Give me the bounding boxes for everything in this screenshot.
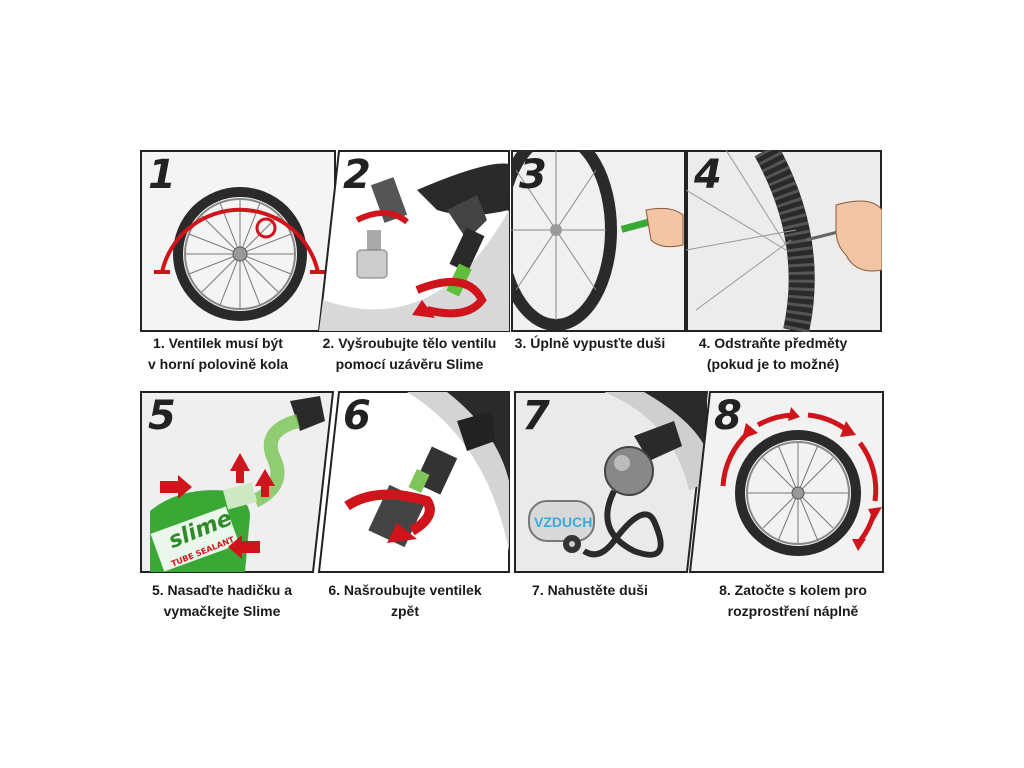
valve-tool-icon	[620, 218, 652, 233]
step-4-panel: 4	[686, 150, 882, 332]
hand-icon	[645, 207, 684, 248]
step-8-number: 8	[714, 393, 742, 439]
step-1-panel: 1	[140, 150, 336, 332]
step-7-panel: VZDUCH 7	[514, 391, 708, 573]
top-half-arc-indicator	[160, 207, 320, 273]
step-8-caption: 8. Zatočte s kolem pro rozprostření nápl…	[719, 582, 867, 619]
step-5-illustration: slime TUBE SEALANT	[140, 391, 334, 573]
step-1-illustration	[140, 150, 336, 332]
step-6-number: 6	[343, 393, 371, 439]
step-6-illustration	[317, 391, 510, 573]
wheel-icon	[173, 187, 307, 321]
compressor-icon	[528, 500, 595, 553]
deflated-wheel-icon	[511, 150, 617, 331]
tire-closeup-icon	[686, 150, 815, 332]
step-7-caption: 7. Nahustěte duši	[532, 582, 648, 598]
step-3-illustration	[511, 150, 686, 332]
compressor-label: VZDUCH	[534, 514, 592, 530]
step-4-number: 4	[694, 152, 722, 198]
step-7-illustration: VZDUCH	[514, 391, 708, 573]
step-3-panel: 3	[511, 150, 686, 332]
step-6-panel: 6	[317, 391, 510, 573]
step-2-caption: 2. Vyšroubujte tělo ventilu pomocí uzávě…	[322, 335, 497, 372]
squeeze-arrows-icon	[160, 453, 275, 559]
step-8-illustration	[688, 391, 884, 573]
step-4-illustration	[686, 150, 882, 332]
step-6-caption: 6. Našroubujte ventilek zpět	[328, 582, 482, 619]
valve-core-icon	[408, 468, 430, 494]
air-hose-icon	[582, 489, 664, 558]
step-3-caption: 3. Úplně vypusťte duši	[514, 335, 666, 351]
screw-in-arrow-icon	[344, 489, 435, 536]
step-7-number: 7	[522, 393, 550, 439]
step-3-number: 3	[519, 152, 547, 198]
step-5-panel: slime TUBE SEALANT 5	[140, 391, 334, 573]
step-1-caption: 1. Ventilek musí být v horní polovině ko…	[147, 335, 289, 372]
pump-head-icon	[604, 446, 654, 496]
unscrew-arrow-icon	[355, 210, 409, 225]
hand-icon	[835, 200, 882, 272]
step-2-illustration	[317, 150, 510, 332]
step-4-caption: 4. Odstraňte předměty (pokud je to možné…	[698, 335, 848, 372]
sealant-bottle-icon	[150, 482, 258, 572]
step-2-number: 2	[343, 152, 371, 198]
step-5-caption: 5. Nasaďte hadičku a vymačkejte Slime	[151, 582, 292, 619]
valve-marker-circle	[255, 217, 277, 239]
step-1-number: 1	[148, 152, 176, 198]
step-5-number: 5	[148, 393, 176, 439]
step-8-panel: 8	[688, 391, 884, 573]
step-2-panel: 2	[317, 150, 510, 332]
valve-core-icon	[356, 177, 408, 279]
wheel-icon	[735, 430, 861, 556]
